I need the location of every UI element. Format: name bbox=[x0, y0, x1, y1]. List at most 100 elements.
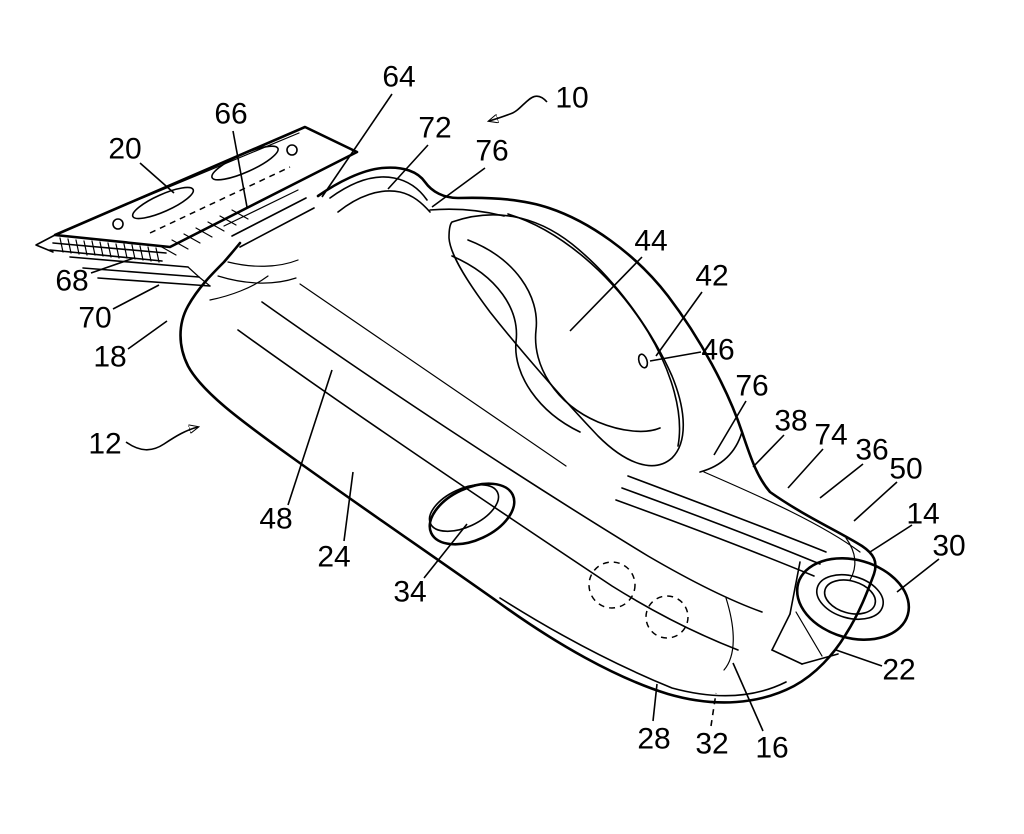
ring-mount-strut-4 bbox=[801, 653, 839, 665]
ref-label-30: 30 bbox=[932, 530, 965, 563]
ring-mount-strut-2 bbox=[771, 613, 791, 651]
loop-to-deck-junction bbox=[699, 431, 743, 473]
blade-teeth bbox=[59, 237, 160, 263]
ref-label-64: 64 bbox=[382, 61, 415, 94]
leader-lines bbox=[90, 93, 940, 732]
blade-slot-1 bbox=[211, 145, 279, 181]
ref-label-20: 20 bbox=[108, 133, 141, 166]
hidden-boss-circle-1 bbox=[588, 561, 636, 609]
leader-line-76-top bbox=[431, 167, 486, 208]
rear-deck-line-1 bbox=[627, 475, 827, 553]
blade-under-join-1 bbox=[187, 266, 200, 278]
leader-line-44 bbox=[569, 256, 643, 332]
ref-label-46: 46 bbox=[701, 334, 734, 367]
rear-deck-line-3 bbox=[615, 499, 815, 577]
ref-label-28: 28 bbox=[637, 723, 670, 756]
leader-line-20 bbox=[139, 162, 175, 194]
ring-mount-strut-1 bbox=[789, 561, 801, 615]
loop-ribbon-wave-1 bbox=[467, 239, 661, 433]
rear-corner-crease bbox=[723, 597, 734, 671]
leader-line-68 bbox=[90, 257, 135, 274]
leader-line-70 bbox=[112, 284, 160, 310]
rear-deck-line-2 bbox=[621, 487, 821, 565]
blade-screw-hole-1 bbox=[286, 144, 298, 156]
leader-line-64 bbox=[321, 93, 393, 198]
blade-plate-inner-edge bbox=[62, 132, 300, 232]
side-panel-line-1 bbox=[261, 301, 763, 613]
leader-line-76-mid bbox=[713, 400, 747, 456]
leader-line-18 bbox=[127, 320, 168, 350]
blade-slot-2 bbox=[131, 186, 195, 220]
clipper-line-drawing bbox=[35, 125, 911, 704]
leader-line-36 bbox=[819, 463, 864, 499]
ref-label-70: 70 bbox=[78, 302, 111, 335]
hang-ring-assembly bbox=[771, 557, 911, 665]
ring-mount-strut-3 bbox=[771, 649, 803, 665]
blade-riser-1 bbox=[231, 197, 307, 237]
ref-label-38: 38 bbox=[774, 405, 807, 438]
hidden-boss-circle-2 bbox=[645, 595, 689, 639]
hang-ring-mid bbox=[816, 573, 884, 621]
blade-screw-hole-2 bbox=[112, 218, 124, 230]
handle-loop-opening bbox=[448, 214, 685, 467]
ref-label-44: 44 bbox=[634, 225, 667, 258]
ref-label-32: 32 bbox=[695, 728, 728, 761]
blade-riser-3 bbox=[223, 189, 299, 227]
ref-label-18: 18 bbox=[93, 341, 126, 374]
ref-label-50: 50 bbox=[889, 453, 922, 486]
leader-line-48 bbox=[287, 369, 333, 506]
ref-label-10: 10 bbox=[555, 82, 588, 115]
loop-ribbon-wave-2 bbox=[451, 255, 581, 433]
side-vent-hole-inner bbox=[428, 483, 500, 533]
leader-line-72 bbox=[387, 144, 429, 190]
side-vent-hole-outer bbox=[428, 482, 516, 546]
ref-label-76-top: 76 bbox=[475, 135, 508, 168]
handle-loop-inner-edge bbox=[507, 213, 681, 447]
blade-under-layer-1 bbox=[69, 256, 189, 268]
leader-line-46 bbox=[649, 351, 702, 362]
loop-pivot-hole bbox=[637, 353, 649, 369]
leader-line-30 bbox=[896, 558, 940, 593]
ref-label-34: 34 bbox=[393, 576, 426, 609]
leader-line-12 bbox=[125, 427, 198, 451]
leader-line-28 bbox=[652, 683, 658, 722]
leader-line-74 bbox=[787, 448, 824, 489]
blade-assembly bbox=[35, 125, 359, 287]
leader-line-32 bbox=[710, 692, 717, 727]
hang-ring-outer bbox=[795, 557, 911, 641]
bottom-rim bbox=[499, 597, 787, 697]
blade-under-layer-3 bbox=[97, 277, 211, 287]
rear-deck-rim bbox=[703, 471, 861, 553]
leader-line-22 bbox=[835, 649, 883, 667]
ref-label-68: 68 bbox=[55, 265, 88, 298]
front-hump-line-2 bbox=[337, 190, 431, 213]
ref-label-74: 74 bbox=[814, 419, 847, 452]
blade-hatch-lines bbox=[159, 209, 249, 256]
leader-line-24 bbox=[343, 471, 354, 542]
neck-line-2 bbox=[217, 275, 297, 284]
ref-label-76-mid: 76 bbox=[735, 370, 768, 403]
ref-label-36: 36 bbox=[855, 434, 888, 467]
blade-tip bbox=[35, 234, 56, 253]
side-panel-line-2 bbox=[237, 329, 739, 651]
leader-line-16 bbox=[732, 662, 764, 732]
ref-label-24: 24 bbox=[317, 541, 350, 574]
blade-top-plate bbox=[53, 125, 359, 249]
leader-line-10 bbox=[489, 95, 548, 121]
front-hump-line-1 bbox=[329, 176, 428, 201]
blade-riser-2 bbox=[239, 207, 315, 248]
leader-line-14 bbox=[869, 524, 913, 553]
leader-line-66 bbox=[232, 130, 248, 208]
ref-label-48: 48 bbox=[259, 503, 292, 536]
leader-line-38 bbox=[752, 434, 785, 468]
ref-label-66: 66 bbox=[214, 98, 247, 131]
ref-label-12: 12 bbox=[88, 428, 121, 461]
leader-line-50 bbox=[853, 481, 898, 522]
ref-label-14: 14 bbox=[906, 498, 939, 531]
leader-line-34 bbox=[423, 523, 468, 579]
ring-mount-strut-5 bbox=[795, 611, 823, 657]
front-shoulder-line bbox=[209, 275, 269, 301]
